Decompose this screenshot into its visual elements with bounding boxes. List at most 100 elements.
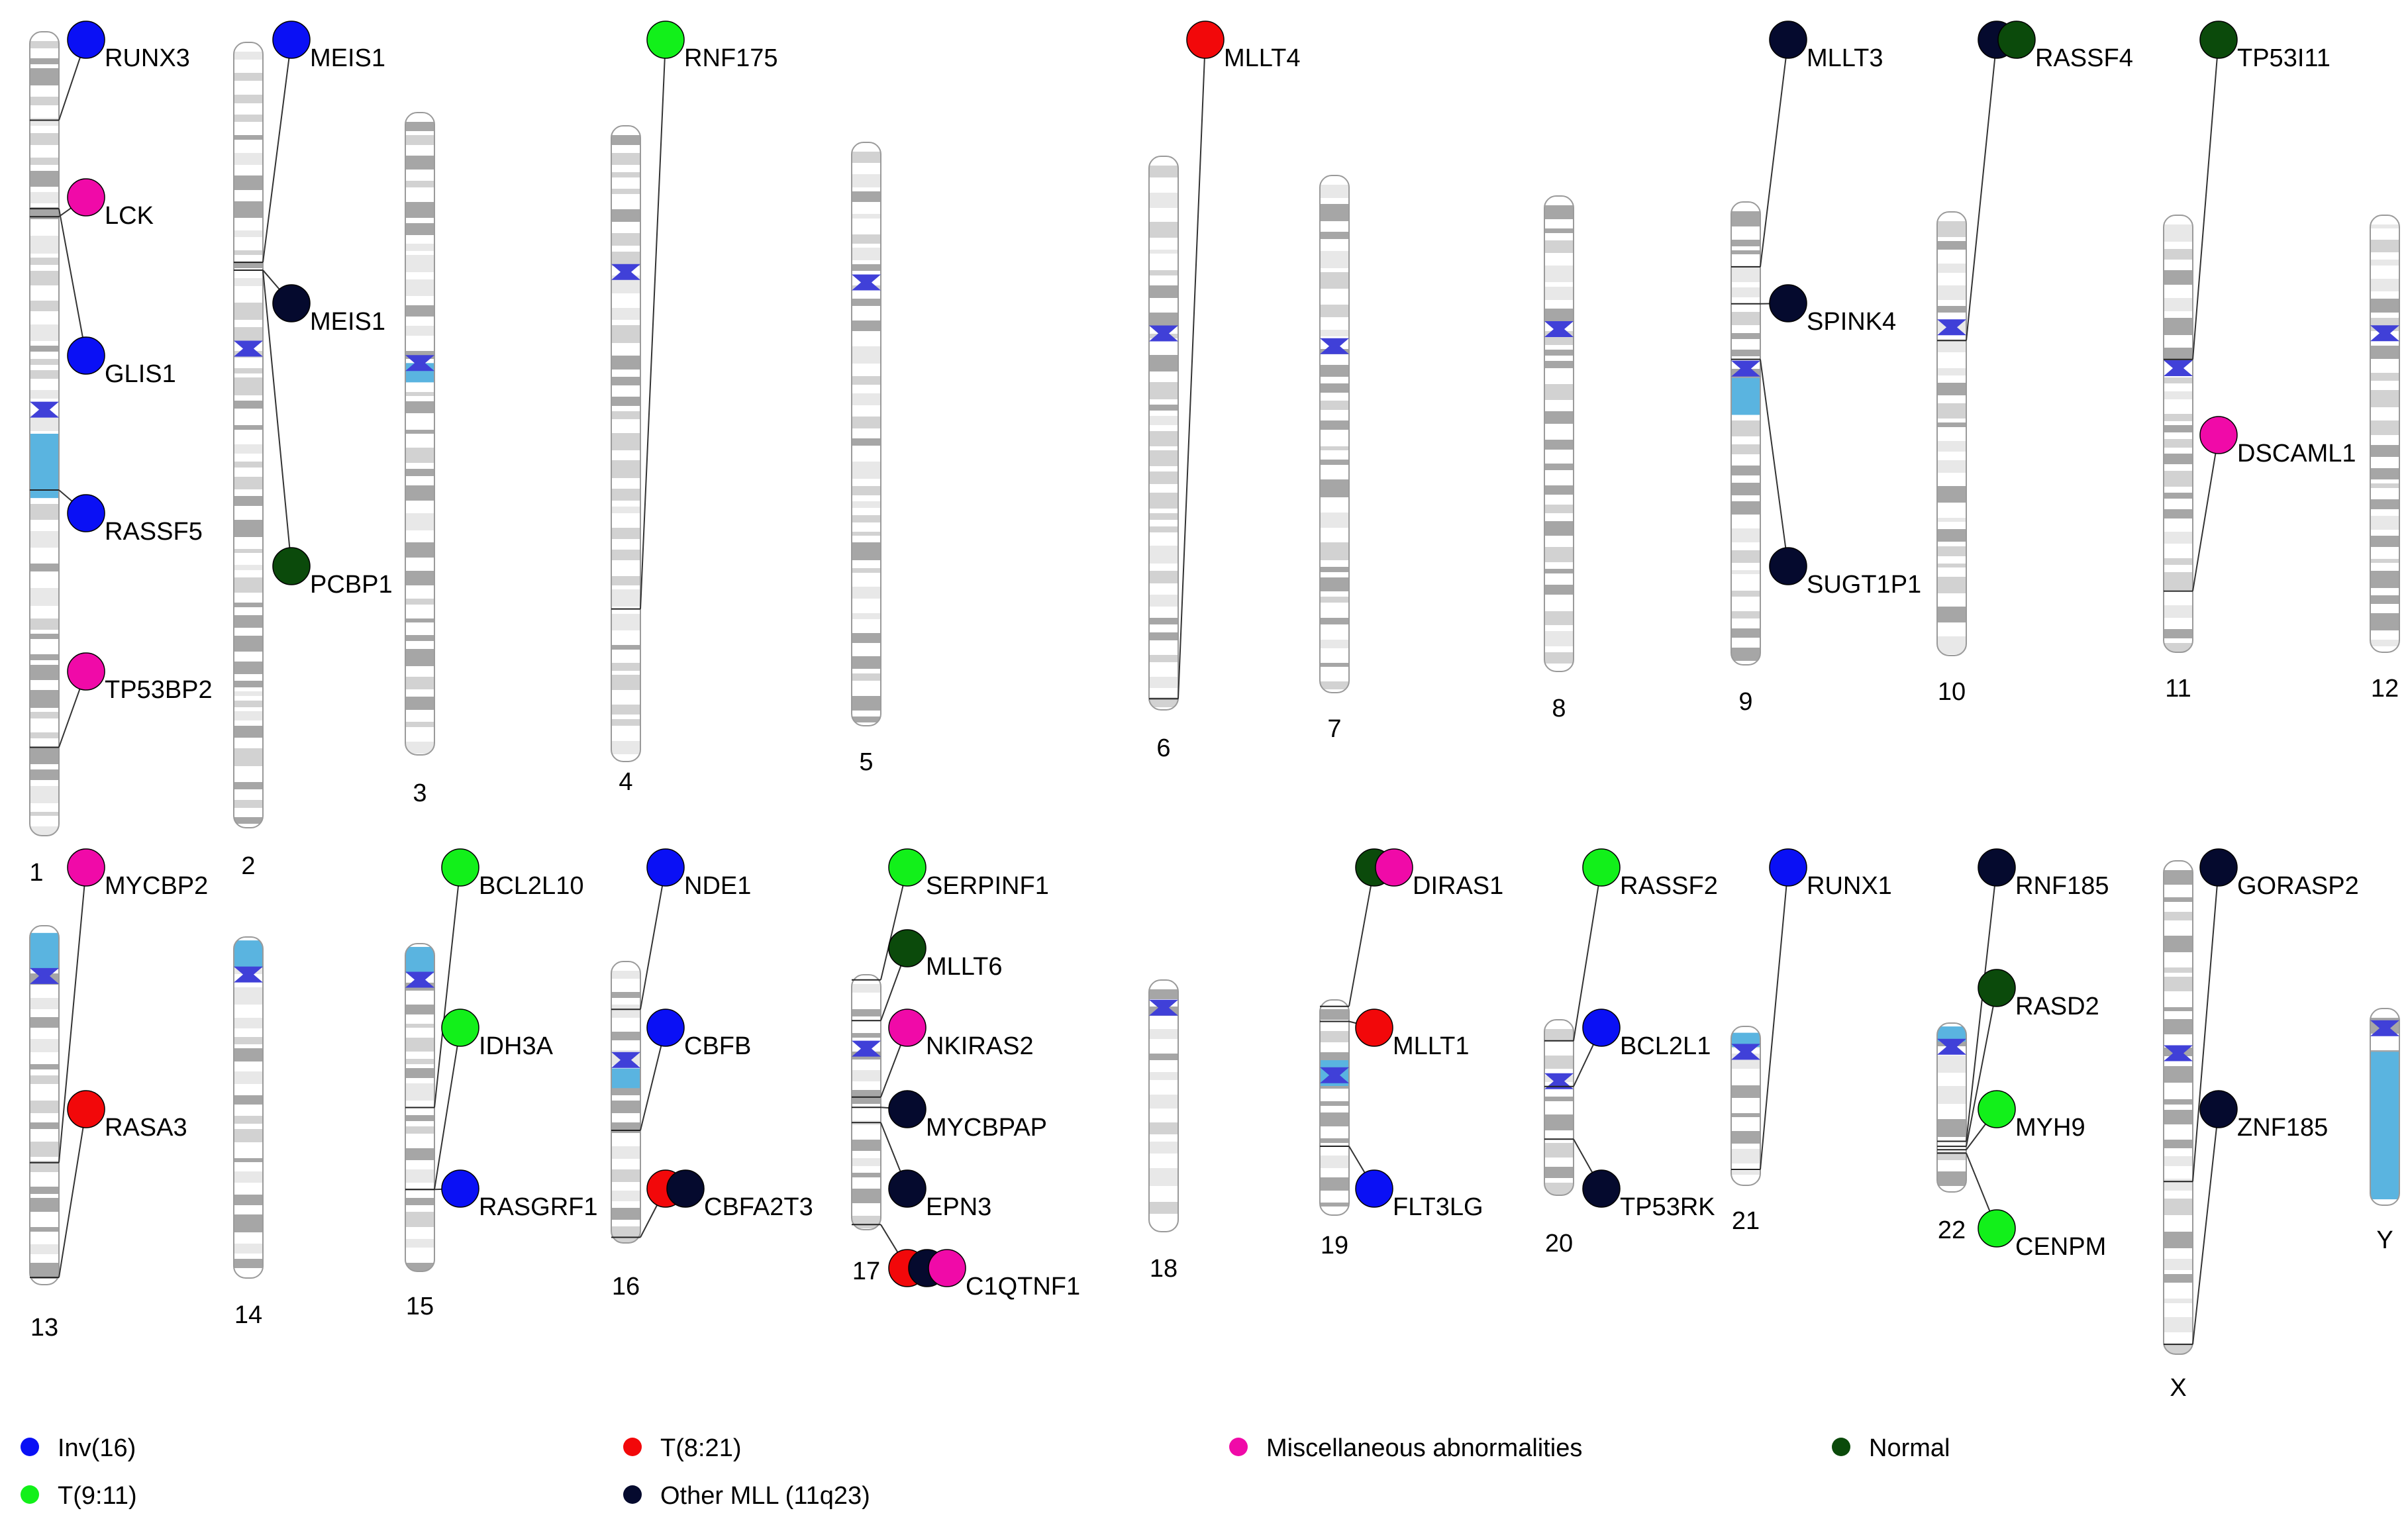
gene-marker-inv16 xyxy=(1769,848,1807,887)
chromosome-band xyxy=(30,58,59,64)
gene-label: MEIS1 xyxy=(310,44,385,72)
chromosome-band xyxy=(2164,1299,2193,1303)
chromosome-band xyxy=(1149,632,1178,640)
chromosome-band xyxy=(2164,298,2193,311)
chromosome-label: 11 xyxy=(2165,675,2191,703)
chromosome-band xyxy=(405,1212,434,1227)
chromosome-band xyxy=(1149,450,1178,466)
gene-connector xyxy=(2192,434,2219,591)
chromosome-band xyxy=(234,701,263,707)
chromosome-band xyxy=(611,135,640,145)
gene-connector xyxy=(1760,867,1789,1170)
gene-annotation: GORASP2 xyxy=(2164,848,2359,1183)
legend-label: T(9:11) xyxy=(58,1482,137,1510)
chromosome-band xyxy=(611,992,640,998)
chromosome-band xyxy=(30,998,59,1009)
chromosome-band xyxy=(2164,532,2193,544)
chromosome-band xyxy=(405,599,434,605)
gene-annotation: NDE1 xyxy=(611,848,751,1011)
chromosome-band xyxy=(405,542,434,558)
chromosome-outline xyxy=(1319,999,1350,1216)
gene-label: SUGT1P1 xyxy=(1807,571,1921,599)
chromosome-band xyxy=(852,174,881,187)
chromosome-bands xyxy=(405,113,434,755)
gene-label: MYH9 xyxy=(2015,1114,2085,1142)
chromosome-band xyxy=(611,528,640,539)
chromosome-bands xyxy=(2370,215,2399,652)
gene-annotation: RASSF5 xyxy=(30,489,203,546)
chromosome-outline xyxy=(851,974,881,1230)
gene-label: LCK xyxy=(105,202,154,230)
chromosome-band xyxy=(1544,1183,1574,1195)
chromosome-band xyxy=(1149,989,1178,999)
gene-marker-misc xyxy=(67,848,105,887)
chromosome-band xyxy=(234,817,263,824)
chromosome-outline xyxy=(1731,1026,1761,1186)
chromosome-label: 10 xyxy=(1938,678,1966,706)
chromosome-band xyxy=(234,175,263,190)
chromosome-band xyxy=(30,390,59,399)
chromosome-band xyxy=(1731,420,1760,436)
chromosome-band xyxy=(1937,529,1966,542)
chromosome-14: 14 xyxy=(233,936,264,1329)
gene-annotation: TP53BP2 xyxy=(30,652,213,748)
chromosome-band xyxy=(234,1195,263,1205)
gene-marker-misc xyxy=(888,1009,927,1047)
chromosome-band xyxy=(611,741,640,754)
chromosome-outline xyxy=(1544,1019,1574,1196)
chromosome-band xyxy=(30,564,59,571)
chromosome-band xyxy=(1320,1009,1349,1020)
gene-connector xyxy=(262,270,292,567)
chromosome-bands xyxy=(1320,175,1349,693)
chromosome-band xyxy=(1937,546,1966,556)
chromosome-band xyxy=(1731,333,1760,339)
chromosome-band xyxy=(1544,205,1574,219)
chromosome-band xyxy=(30,504,59,520)
chromosome-band xyxy=(1937,564,1966,567)
chromosome-band xyxy=(1731,1131,1760,1144)
chromosome-band xyxy=(2164,1007,2193,1011)
chromosome-band xyxy=(234,135,263,140)
chromosome-band xyxy=(405,448,434,463)
chromosome-band xyxy=(405,181,434,187)
chromosome-band xyxy=(405,635,434,641)
chromosome-band xyxy=(2164,1259,2193,1270)
chromosome-band xyxy=(852,984,881,993)
chromosome-band xyxy=(611,1005,640,1018)
chromosome-band xyxy=(852,191,881,202)
chromosome-band xyxy=(405,156,434,170)
legend-item-inv16: Inv(16) xyxy=(21,1434,136,1462)
gene-connector xyxy=(1760,359,1789,567)
chromosome-band xyxy=(30,1017,59,1028)
legend-label: Other MLL (11q23) xyxy=(660,1482,870,1510)
chromosome-band xyxy=(405,742,434,754)
chromosome-band xyxy=(405,430,434,434)
chromosome-bands xyxy=(2370,1009,2399,1205)
gene-label: RASSF5 xyxy=(105,518,203,546)
chromosome-band xyxy=(852,633,881,643)
chromosome-band xyxy=(2164,1019,2193,1034)
gene-label: RASSF4 xyxy=(2035,44,2133,72)
gene-label: SERPINF1 xyxy=(926,872,1049,900)
chromosome-band xyxy=(30,588,59,606)
gene-marker-inv16 xyxy=(646,848,685,887)
chromosome-band xyxy=(1149,250,1178,254)
chromosome-band xyxy=(234,230,263,237)
gene-annotation: DSCAML1 xyxy=(2164,416,2356,592)
chromosome-band xyxy=(1320,420,1349,430)
heterochromatin-region xyxy=(611,1068,640,1089)
chromosome-band xyxy=(234,520,263,537)
gene-marker-inv16 xyxy=(67,494,105,532)
chromosome-band xyxy=(1320,272,1349,289)
chromosome-band xyxy=(2370,299,2399,313)
chromosome-band xyxy=(611,252,640,266)
chromosome-band xyxy=(2164,967,2193,973)
chromosome-band xyxy=(405,618,434,622)
chromosome-band xyxy=(611,614,640,630)
gene-annotation: CBFB xyxy=(611,1009,751,1131)
chromosome-band xyxy=(405,326,434,336)
chromosome-outline xyxy=(29,925,60,1285)
gene-marker-t9_11 xyxy=(441,1009,479,1047)
chromosome-label: 7 xyxy=(1327,715,1341,743)
chromosome-band xyxy=(1544,1029,1574,1041)
